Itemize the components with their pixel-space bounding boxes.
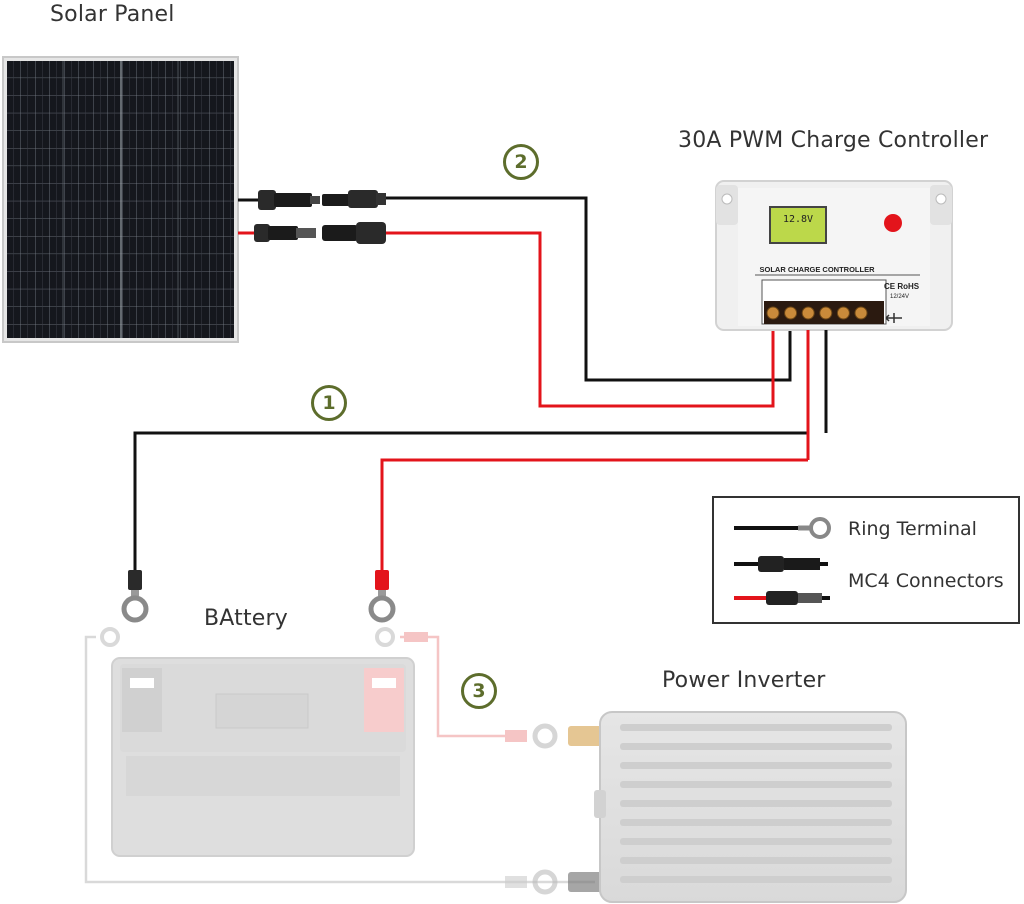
inverter-fins xyxy=(620,724,892,883)
battery-cables xyxy=(133,330,828,570)
terminal-screw xyxy=(766,306,780,320)
step-2-indicator: 2 xyxy=(503,144,539,180)
mc4-connector-icon xyxy=(734,556,830,605)
controller-face-title: SOLAR CHARGE CONTROLLER xyxy=(760,265,876,274)
controller-voltage: 12/24V xyxy=(890,294,909,300)
step-3-indicator: 3 xyxy=(461,673,497,709)
solar-panel-label: Solar Panel xyxy=(50,2,175,27)
inverter-fin xyxy=(620,743,892,750)
solar-panel xyxy=(2,56,239,343)
step-1-indicator: 1 xyxy=(311,385,347,421)
inverter-fin xyxy=(620,724,892,731)
usb-icon xyxy=(885,313,902,323)
inverter-fin xyxy=(620,800,892,807)
controller-marks: CE RoHS xyxy=(884,282,920,291)
inverter-fin xyxy=(620,857,892,864)
mc4-connector-pair-black xyxy=(258,190,386,210)
battery-ring-terminal-black xyxy=(121,570,149,623)
panel-cables xyxy=(238,196,792,408)
power-inverter-label: Power Inverter xyxy=(662,668,826,693)
terminal-screw xyxy=(784,306,798,320)
power-inverter xyxy=(568,711,907,903)
terminal-screw xyxy=(819,306,833,320)
battery xyxy=(84,627,595,884)
controller-display-value: 12.8V xyxy=(783,214,813,225)
terminal-screw xyxy=(836,306,850,320)
battery-ring-terminal-red xyxy=(368,570,396,623)
charge-controller xyxy=(715,180,953,331)
inverter-fin xyxy=(620,838,892,845)
ring-terminal-icon xyxy=(734,517,831,539)
inverter-fin xyxy=(620,819,892,826)
inverter-fin xyxy=(620,762,892,769)
inverter-fin xyxy=(620,876,892,883)
battery-label: BAttery xyxy=(204,606,289,631)
charge-controller-label: 30A PWM Charge Controller xyxy=(678,128,989,153)
inverter-fin xyxy=(620,781,892,788)
legend-mc4-label: MC4 Connectors xyxy=(848,570,1004,592)
inverter-cables xyxy=(400,632,558,895)
controller-terminals xyxy=(766,306,868,320)
legend-ring-terminal-label: Ring Terminal xyxy=(848,518,977,540)
legend-symbols xyxy=(734,517,831,605)
terminal-screw xyxy=(854,306,868,320)
terminal-screw xyxy=(801,306,815,320)
mc4-connector-pair-red xyxy=(254,222,386,244)
legend: Ring Terminal MC4 Connectors xyxy=(712,496,1020,624)
